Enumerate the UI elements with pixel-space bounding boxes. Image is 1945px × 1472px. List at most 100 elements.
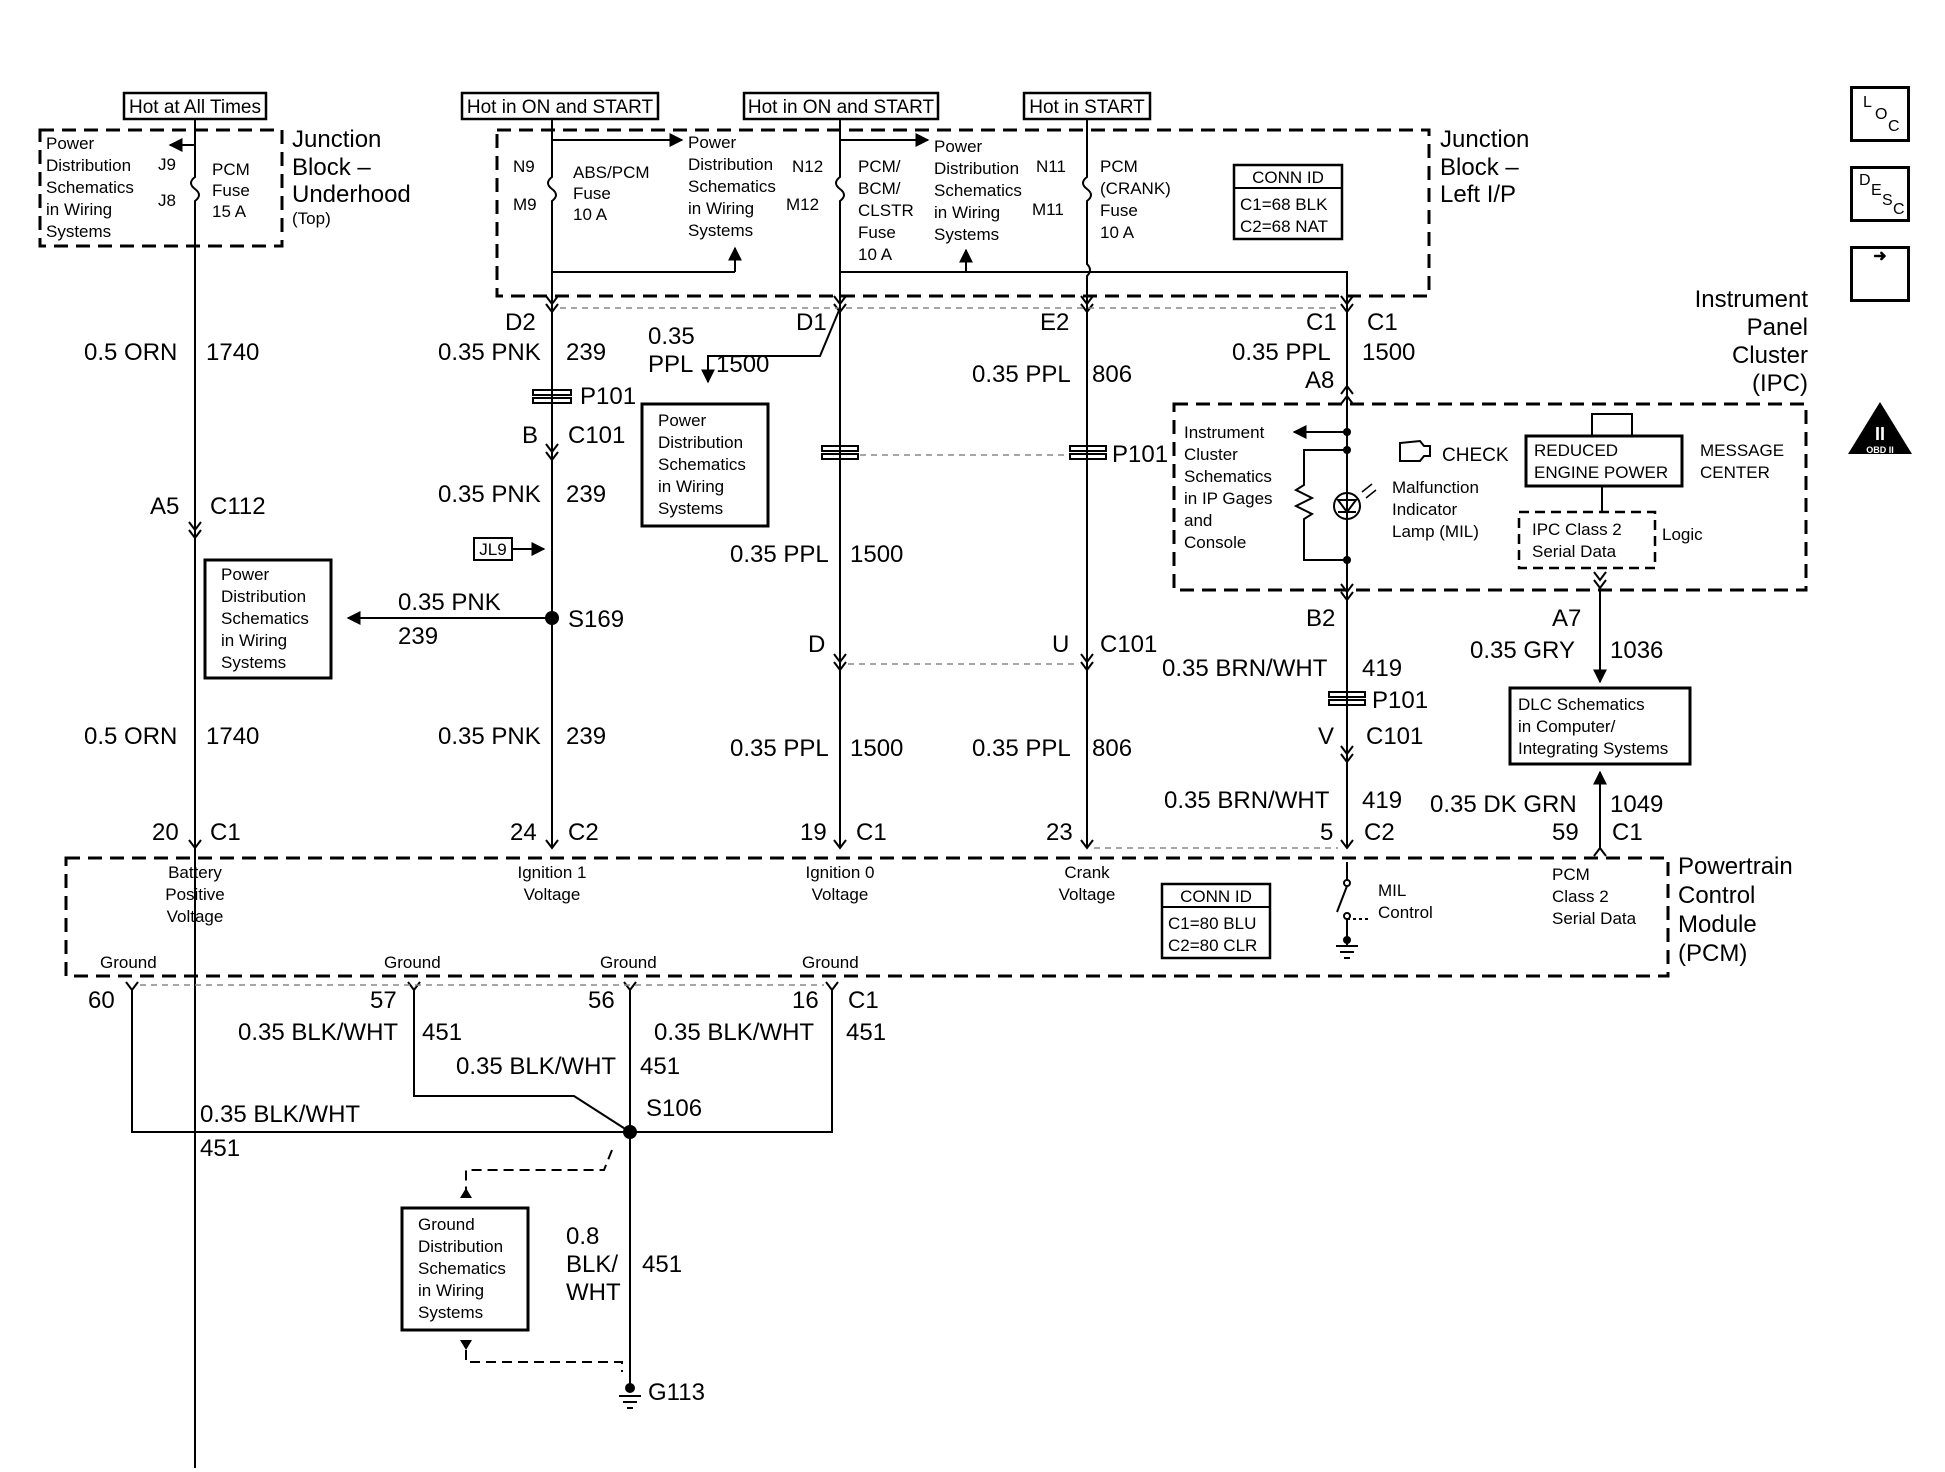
svg-text:in Wiring: in Wiring [221, 631, 287, 650]
pcm-pin-19: 19 [800, 819, 827, 846]
pin-b: B [522, 422, 538, 449]
svg-text:in Wiring: in Wiring [688, 199, 754, 218]
pcm-title: Powertrain Control Module (PCM) [1678, 853, 1793, 967]
svg-text:Indicator: Indicator [1392, 500, 1458, 519]
svg-text:Serial Data: Serial Data [1532, 542, 1617, 561]
circuit-451-16: 451 [846, 1019, 886, 1046]
next-button[interactable]: ➜ [1850, 246, 1910, 302]
pin-n12: N12 [792, 157, 823, 176]
pin-e2: E2 [1040, 309, 1069, 336]
pd-ref-jb-1: Power Distribution Schematics in Wiring … [688, 133, 776, 240]
svg-text:Fuse: Fuse [573, 184, 611, 203]
ignition-0-voltage: Ignition 0 Voltage [806, 863, 875, 904]
svg-text:Positive: Positive [165, 885, 225, 904]
svg-text:Systems: Systems [221, 653, 286, 672]
svg-text:C2=80 CLR: C2=80 CLR [1168, 936, 1257, 955]
circuit-239-low: 239 [566, 723, 606, 750]
svg-text:DLC Schematics: DLC Schematics [1518, 695, 1645, 714]
svg-text:C2=68 NAT: C2=68 NAT [1240, 217, 1328, 236]
wire-gauge-1036: 0.35 GRY [1470, 637, 1575, 664]
hot-at-all-times-label: Hot at All Times [122, 91, 268, 121]
svg-text:Lamp (MIL): Lamp (MIL) [1392, 522, 1479, 541]
crank-voltage: Crank Voltage [1059, 863, 1116, 904]
pd-ref-s169[interactable]: Power Distribution Schematics in Wiring … [203, 558, 333, 680]
circuit-1740-upper: 1740 [206, 339, 259, 366]
circuit-1500-mid: 1500 [850, 541, 903, 568]
svg-text:WHT: WHT [566, 1279, 621, 1306]
battery-positive-voltage: Battery Positive Voltage [165, 863, 225, 926]
pin-c1-jb: C1 [1306, 309, 1337, 336]
circuit-806-low: 806 [1092, 735, 1132, 762]
jb-connector-marks [545, 295, 1354, 314]
svg-text:Schematics: Schematics [1184, 467, 1272, 486]
ground-pin-16: 16 [792, 987, 819, 1014]
svg-text:Schematics: Schematics [934, 181, 1022, 200]
pin-n9: N9 [513, 157, 535, 176]
gd-ref[interactable]: Ground Distribution Schematics in Wiring… [400, 1206, 530, 1332]
desc-letter: E [1871, 182, 1882, 199]
jl9-reference[interactable]: JL9 [473, 537, 546, 561]
svg-text:10 A: 10 A [573, 205, 608, 224]
abs-pcm-fuse: ABS/PCM Fuse 10 A [573, 163, 650, 224]
p101-label-a: P101 [580, 383, 636, 410]
svg-text:Schematics: Schematics [46, 178, 134, 197]
ipc-module [1172, 402, 1808, 592]
mil-control: MIL Control [1378, 881, 1433, 922]
svg-text:(IPC): (IPC) [1752, 370, 1808, 397]
svg-text:10 A: 10 A [858, 245, 893, 264]
svg-text:Control: Control [1678, 882, 1755, 909]
check-engine-icon [1399, 439, 1431, 462]
description-button[interactable]: D E S C [1850, 166, 1910, 222]
svg-text:ABS/PCM: ABS/PCM [573, 163, 650, 182]
circuit-239-branch: 239 [398, 623, 438, 650]
svg-text:CONN ID: CONN ID [1180, 887, 1252, 906]
svg-text:CONN ID: CONN ID [1252, 168, 1324, 187]
svg-text:in Wiring: in Wiring [934, 203, 1000, 222]
svg-text:CENTER: CENTER [1700, 463, 1770, 482]
pd-ref-1500[interactable]: Power Distribution Schematics in Wiring … [640, 402, 770, 528]
svg-text:Block –: Block – [292, 154, 371, 181]
svg-text:Fuse: Fuse [1100, 201, 1138, 220]
svg-text:JL9: JL9 [479, 540, 506, 559]
ground-pin-60: 60 [88, 987, 115, 1014]
svg-text:Cluster: Cluster [1184, 445, 1238, 464]
pin-m12: M12 [786, 195, 819, 214]
conn-c101-b: C101 [1100, 631, 1157, 658]
svg-text:Cluster: Cluster [1732, 342, 1808, 369]
svg-text:Schematics: Schematics [658, 455, 746, 474]
ground-pin-56: 56 [588, 987, 615, 1014]
check-label: CHECK [1442, 445, 1509, 466]
pin-m9: M9 [513, 195, 537, 214]
junction-block-underhood [38, 128, 284, 248]
svg-text:(PCM): (PCM) [1678, 940, 1747, 967]
dlc-ref[interactable]: DLC Schematics in Computer/ Integrating … [1508, 686, 1692, 766]
svg-text:Distribution: Distribution [221, 587, 306, 606]
circuit-451-57: 451 [422, 1019, 462, 1046]
wire-gauge-239-low: 0.35 PNK [438, 723, 541, 750]
wire-gauge-806: 0.35 PPL [972, 361, 1071, 388]
svg-text:Junction: Junction [1440, 126, 1529, 153]
pin-b2: B2 [1306, 605, 1335, 632]
svg-text:Hot in ON and START: Hot in ON and START [748, 97, 935, 118]
svg-text:in Wiring: in Wiring [46, 200, 112, 219]
wire-gauge-239-branch: 0.35 PNK [398, 589, 501, 616]
svg-text:Integrating Systems: Integrating Systems [1518, 739, 1668, 758]
svg-text:REDUCED: REDUCED [1534, 441, 1618, 460]
location-button[interactable]: L O C [1850, 86, 1910, 142]
ipc-class2-logic: IPC Class 2 Serial Data Logic [1517, 510, 1703, 570]
circuit-239-mid: 239 [566, 481, 606, 508]
wire-gauge-419-lower: 0.35 BRN/WHT [1164, 787, 1330, 814]
wire-gauge-806-low: 0.35 PPL [972, 735, 1071, 762]
circuit-239: 239 [566, 339, 606, 366]
main-ground-wire-labels: 0.8 BLK/ WHT 451 [566, 1223, 682, 1306]
svg-text:MIL: MIL [1378, 881, 1406, 900]
pin-m11: M11 [1032, 200, 1064, 219]
svg-text:Fuse: Fuse [858, 223, 896, 242]
pcm-conn-id: CONN ID C1=80 BLU C2=80 CLR [1160, 882, 1272, 960]
svg-text:15 A: 15 A [212, 202, 247, 221]
svg-text:Crank: Crank [1064, 863, 1110, 882]
wire-gauge-1500-low: 0.35 PPL [730, 735, 829, 762]
pcm-bcm-clstr-fuse: PCM/ BCM/ CLSTR Fuse 10 A [858, 157, 914, 264]
svg-text:PCM: PCM [212, 160, 250, 179]
svg-text:Malfunction: Malfunction [1392, 478, 1479, 497]
